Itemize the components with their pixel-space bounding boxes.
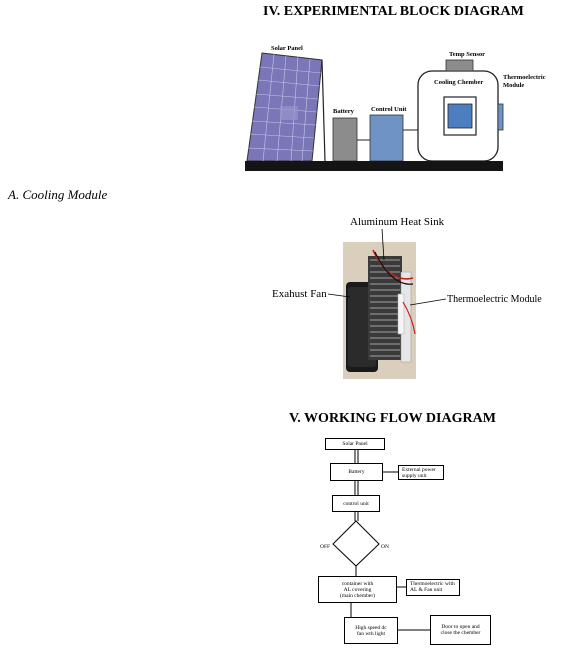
flow-fan-light-line2: fan wth light [356,630,386,637]
flow-thermo-fan-line2: AL & Fan unit [410,587,443,593]
section-v-heading: V. WORKING FLOW DIAGRAM [289,411,496,426]
cooling-chamber-label: Cooling Chember [434,79,484,86]
temp-sensor-label: Temp Sensor [449,51,486,58]
flow-off-label: OFF [320,544,331,550]
flow-container-line2: AL covering [343,586,372,593]
thermo-module-label: Thermoelectric Module [447,294,542,305]
solar-panel-graphic [246,52,326,162]
flow-door-line2: close the chember [440,630,481,636]
flow-door-line1: Door to open and [441,624,480,630]
flow-external-power-line1: External power [402,467,436,473]
flow-solar-panel: Solar Panel [325,438,385,450]
thermoelectric-label-line1: Thermoelectric [503,74,546,81]
cooling-module-photo [343,242,416,379]
flow-on-label: ON [381,544,389,550]
flow-door: Door to open and close the chember [430,615,491,645]
block-diagram-graphic [245,52,504,171]
flow-control-unit: control unit [332,495,380,512]
section-iv-heading: IV. EXPERIMENTAL BLOCK DIAGRAM [263,4,524,19]
fan-label: Exahust Fan [272,288,327,300]
solar-panel-label: Solar Panel [271,45,303,52]
flow-external-power: External power supply unit [398,465,444,480]
flow-battery: Battery [330,463,383,481]
flow-container: container with AL covering (main chember… [318,576,397,603]
flow-fan-light: High speed dc fan wth light [344,617,398,644]
thermoelectric-label-line2: Module [503,82,525,89]
flow-container-line1: container with [341,580,374,587]
control-unit-label: Control Unit [371,106,407,113]
flow-thermo-fan-line1: Thermoelectric with [410,581,455,587]
flow-container-line3: (main chember) [340,592,375,599]
flow-fan-light-line1: High speed dc [355,624,387,631]
heat-sink-label: Aluminum Heat Sink [350,216,445,228]
block-diagram [242,44,512,174]
flow-external-power-line2: supply unit [402,473,427,479]
flow-thermo-fan: Thermoelectric with AL & Fan unit [406,579,460,596]
battery-label: Battery [333,108,354,115]
cooling-module-graphic [343,242,416,379]
decision-diamond [332,520,380,567]
subsection-a-heading: A. Cooling Module [8,187,108,202]
